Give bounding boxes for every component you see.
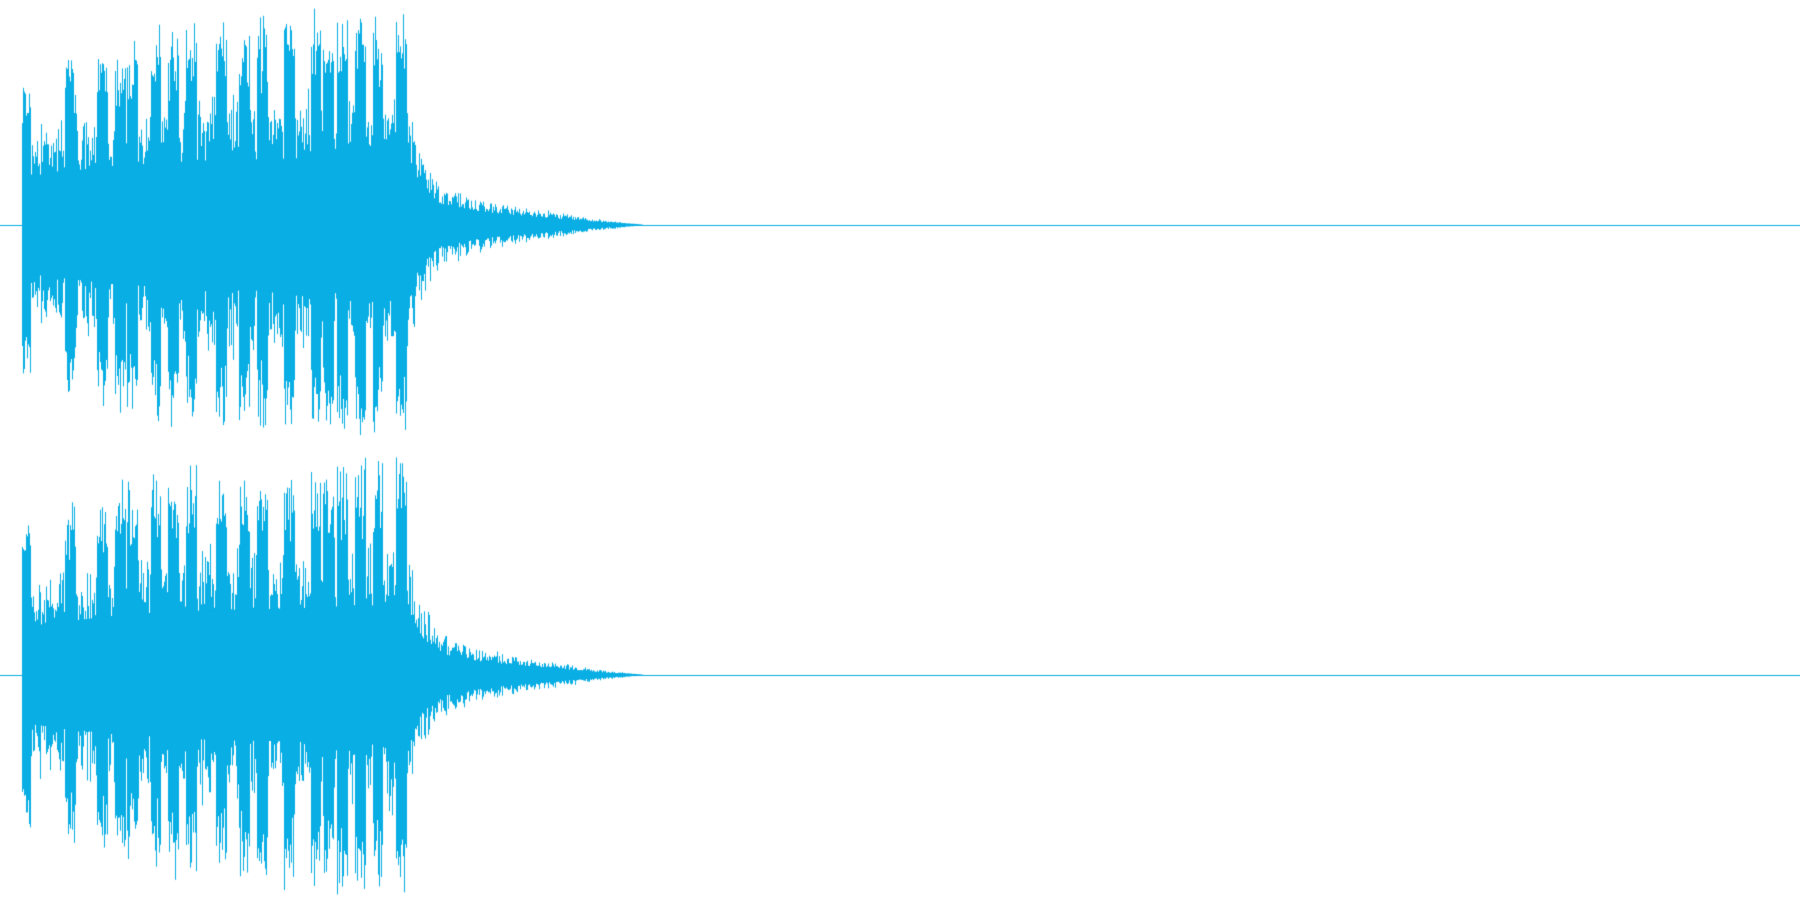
waveform-canvas — [0, 0, 1800, 900]
